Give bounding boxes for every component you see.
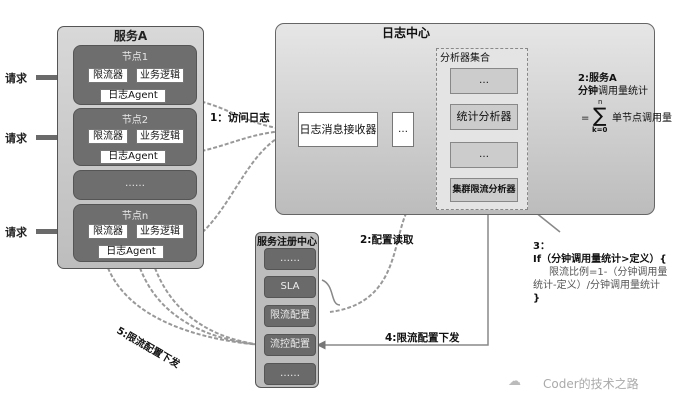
registry-item-ellipsis-2: …… [264,363,316,385]
log-center-title: 日志中心 [382,26,431,40]
request-label-n: 请求 [5,226,27,239]
node-1-logic[interactable]: 业务逻辑 [136,68,184,83]
step4-label: 4:限流配置下发 [385,332,460,344]
note3-line5: } [533,293,541,304]
node-2-agent[interactable]: 日志Agent [100,150,166,164]
registry-item-sla[interactable]: SLA [264,276,316,298]
note3-line1: 3： [533,241,550,252]
node-n-limiter[interactable]: 限流器 [88,224,128,239]
node-ellipsis-text: …… [125,178,145,189]
node-n-agent[interactable]: 日志Agent [98,245,164,259]
note2-sum-top: n [598,98,603,106]
node-1-agent[interactable]: 日志Agent [100,89,166,103]
node-2-limiter[interactable]: 限流器 [88,129,128,144]
note3-line2: If（分钟调用量统计>定义）{ [533,254,667,265]
node-2-title: 节点2 [121,115,149,126]
sigma-icon: ∑ [593,103,607,127]
note2-line1: 2:服务A [578,73,617,84]
node-n-logic[interactable]: 业务逻辑 [136,224,184,239]
note2-sum-bottom: k=0 [592,126,608,134]
wechat-icon: ☁ [508,374,521,389]
note2-line2: 分钟调用量统计 [578,85,648,98]
note2-sum-text: 单节点调用量 [612,113,672,124]
step1-label: 1：访问日志 [210,112,270,124]
watermark: Coder的技术之路 [543,377,639,391]
registry-item-ellipsis-1: …… [264,248,316,270]
note2-eq: = [581,113,590,124]
analyzer-set-title: 分析器集合 [440,53,490,64]
node-1-limiter[interactable]: 限流器 [88,68,128,83]
step2-label: 2:配置读取 [360,234,414,246]
node-2-logic[interactable]: 业务逻辑 [136,129,184,144]
node-ellipsis [73,170,197,200]
registry-item-flow-config[interactable]: 流控配置 [264,334,316,356]
node-n-title: 节点n [121,211,149,222]
cluster-limit-analyzer[interactable]: 集群限流分析器 [450,178,518,202]
registry-item-limit-config[interactable]: 限流配置 [264,305,316,327]
note3-line3: 限流比例=1-（分钟调用量 [549,267,668,278]
service-a-title: 服务A [113,29,148,43]
note2-rest: 调用量统计 [598,86,648,97]
analyzer-ellipsis-2: … [450,142,518,168]
note2-bold: 分钟 [578,86,598,97]
request-label-2: 请求 [5,132,27,145]
note3-line4: 统计-定义）/分钟调用量统计 [533,280,660,291]
log-ellipsis-box: … [392,112,414,147]
node-1-title: 节点1 [121,52,149,63]
registry-title: 服务注册中心 [257,237,317,248]
analyzer-ellipsis-1: … [450,68,518,94]
request-label-1: 请求 [5,72,27,85]
log-receiver[interactable]: 日志消息接收器 [298,112,378,147]
stat-analyzer[interactable]: 统计分析器 [450,104,518,130]
